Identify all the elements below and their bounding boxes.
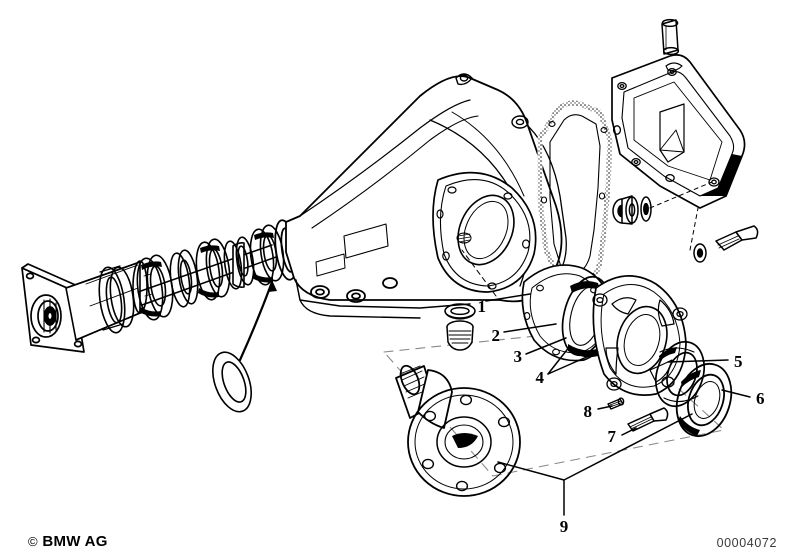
collapsible-spacer	[223, 236, 255, 290]
breather-pin	[661, 18, 680, 56]
output-bore-face	[432, 171, 537, 293]
callout-labels: 1 2 3 4 5 6 7 8 9	[478, 297, 765, 536]
diagram-part-number: 00004072	[716, 536, 777, 550]
cover-gasket	[537, 100, 613, 289]
callout-1: 1	[478, 297, 487, 316]
callout-leaders	[461, 249, 751, 516]
cover-bolt-lower	[693, 225, 759, 263]
tapered-bearing-3	[249, 224, 285, 286]
output-shaft-flange	[395, 364, 521, 497]
carrier-body	[592, 275, 688, 396]
callout-5: 5	[734, 352, 743, 371]
stud-pin	[607, 397, 625, 410]
o-ring-seal	[444, 303, 476, 320]
copyright-notice: © BMW AG	[28, 533, 108, 550]
tapered-bearing-1	[136, 254, 174, 321]
output-flange-housing	[521, 264, 688, 396]
shim-washer	[212, 351, 252, 413]
callout-2: 2	[492, 326, 501, 345]
differential-housing	[274, 73, 567, 319]
copyright-owner: BMW AG	[42, 533, 108, 550]
callout-6: 6	[756, 389, 765, 408]
tapered-bearing-2	[195, 238, 231, 301]
seal-ring-stack	[98, 224, 285, 334]
shim-washer-leader	[238, 280, 277, 362]
callout-7: 7	[608, 427, 617, 446]
shaft-seal-inner	[675, 363, 733, 437]
cover-bolt-upper	[612, 195, 652, 225]
rear-cover-plate	[611, 54, 746, 209]
copyright-symbol: ©	[28, 534, 38, 549]
roller-cage-1	[139, 261, 162, 317]
spacer-ring-1	[169, 249, 199, 308]
callout-3: 3	[514, 347, 523, 366]
hex-bolt	[627, 407, 669, 432]
callout-8: 8	[584, 402, 593, 421]
drain-plug	[446, 320, 474, 351]
callout-9: 9	[560, 517, 569, 536]
cover-bolts-washers	[612, 181, 759, 263]
callout-4: 4	[536, 368, 545, 387]
